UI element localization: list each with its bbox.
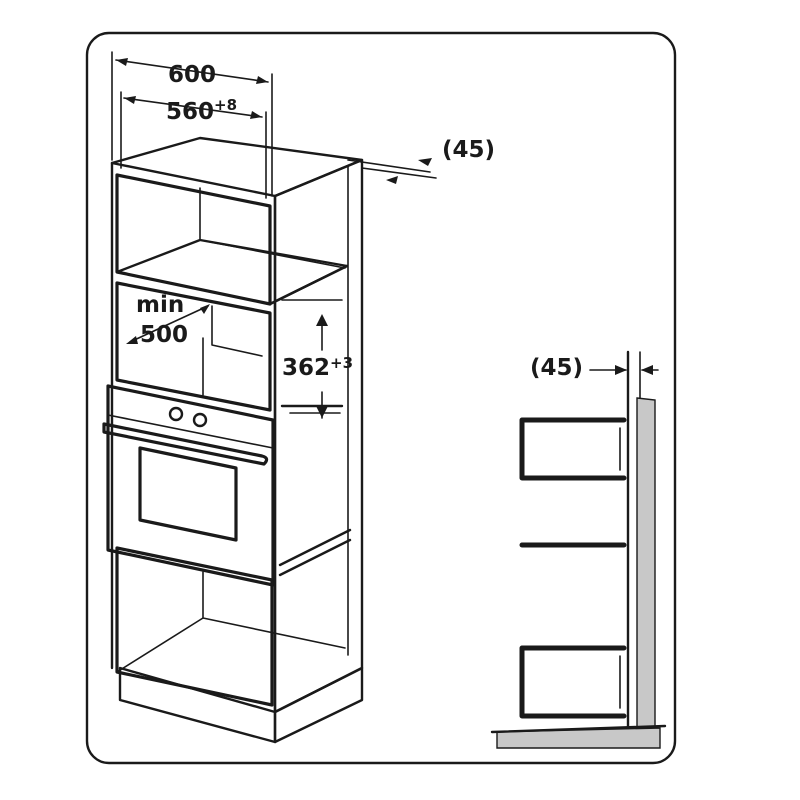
label-niche-width-value: 560 — [166, 99, 214, 125]
dimension-line-600 — [115, 59, 269, 83]
labels: 600 560+8 (45) min 500 362+3 (45) — [136, 62, 583, 381]
dimension-lines — [111, 51, 437, 419]
arrow-side-gap-right — [641, 365, 653, 375]
back-gap-line-2 — [361, 167, 437, 179]
label-niche-height: 362+3 — [282, 354, 353, 381]
oven-knob-left-icon — [168, 406, 184, 422]
arrow-back-gap-upper — [418, 158, 432, 166]
lower-compartment-floor-edge — [116, 617, 204, 673]
lower-box-section — [519, 645, 627, 719]
upper-box-section — [519, 417, 627, 481]
label-niche-width: 560+8 — [166, 96, 237, 125]
label-niche-height-tolerance: +3 — [330, 354, 353, 372]
min-500-leader — [129, 305, 209, 343]
oven-control-strip — [107, 414, 274, 449]
arrow-side-gap-left — [615, 365, 627, 375]
arrow-560-right — [250, 111, 262, 119]
microwave-niche-interior — [211, 305, 263, 357]
arrow-362-up — [316, 314, 328, 326]
diagram-frame — [85, 31, 677, 765]
floor-line — [490, 724, 667, 734]
label-back-gap-side: (45) — [530, 355, 583, 381]
label-cabinet-width: 600 — [168, 62, 216, 88]
microwave-niche — [115, 281, 272, 412]
label-niche-width-tolerance: +8 — [214, 96, 237, 114]
oven-handle — [102, 422, 269, 466]
arrow-back-gap-lower — [386, 176, 398, 184]
side-section-view — [490, 350, 667, 749]
oven-door-window — [138, 446, 238, 542]
arrow-560-left — [124, 96, 136, 104]
cabinet-plinth-side — [273, 666, 364, 744]
cabinet-side-panel — [273, 158, 364, 714]
lower-shelf-front-edge — [278, 538, 352, 577]
oven-body — [106, 384, 275, 587]
wall-section — [636, 397, 656, 729]
dimension-line-560 — [123, 97, 263, 118]
shelf-front-edge — [268, 264, 349, 306]
label-min: min — [136, 292, 184, 318]
label-back-gap-top: (45) — [442, 137, 495, 163]
label-niche-height-value: 362 — [282, 355, 330, 381]
label-min-value: 500 — [140, 322, 188, 348]
oven-knob-right-icon — [192, 412, 208, 428]
arrow-362-down — [316, 406, 328, 418]
floor-section — [496, 727, 661, 749]
arrow-min-500-left — [126, 336, 138, 344]
arrow-600-left — [116, 58, 128, 66]
upper-compartment-opening — [115, 173, 272, 306]
arrow-600-right — [256, 76, 268, 84]
cabinet-top — [110, 136, 364, 198]
arrow-min-500-right — [200, 304, 210, 314]
tall-cabinet — [102, 136, 364, 744]
back-gap-line-1 — [347, 159, 431, 173]
upper-compartment-interior — [199, 187, 346, 269]
lower-compartment-opening — [115, 546, 274, 707]
lower-shelf-front-edge-2 — [278, 528, 352, 567]
